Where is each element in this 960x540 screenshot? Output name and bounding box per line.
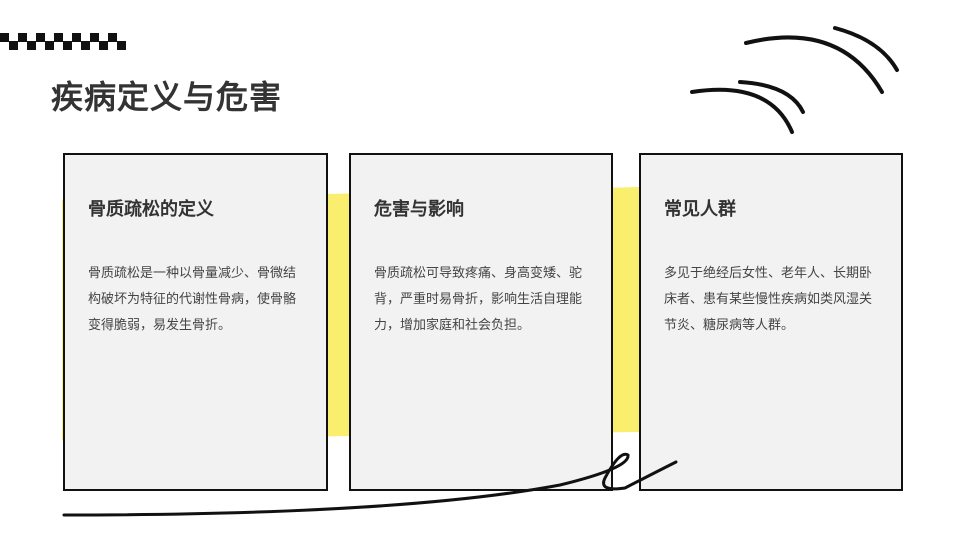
card-body: 骨质疏松可导致疼痛、身高变矮、驼背，严重时易骨折，影响生活自理能力，增加家庭和社… bbox=[374, 266, 583, 333]
card-harm: 危害与影响 骨质疏松可导致疼痛、身高变矮、驼背，严重时易骨折，影响生活自理能力，… bbox=[349, 153, 613, 491]
card-population: 常见人群 多见于绝经后女性、老年人、长期卧床者、患有某些慢性疾病如类风湿关节炎、… bbox=[639, 153, 903, 491]
page-title: 疾病定义与危害 bbox=[51, 78, 283, 116]
card-definition: 骨质疏松的定义 骨质疏松是一种以骨量减少、骨微结构破坏为特征的代谢性骨病，使骨骼… bbox=[63, 153, 328, 491]
card-heading: 骨质疏松的定义 bbox=[88, 199, 214, 220]
card-body: 骨质疏松是一种以骨量减少、骨微结构破坏为特征的代谢性骨病，使骨骼变得脆弱，易发生… bbox=[88, 266, 297, 333]
card-heading: 危害与影响 bbox=[374, 199, 464, 220]
checkered-strip-icon bbox=[0, 33, 126, 50]
card-heading: 常见人群 bbox=[664, 199, 736, 220]
card-body: 多见于绝经后女性、老年人、长期卧床者、患有某些慢性疾病如类风湿关节炎、糖尿病等人… bbox=[664, 266, 873, 333]
arc-lines-icon bbox=[690, 26, 899, 134]
